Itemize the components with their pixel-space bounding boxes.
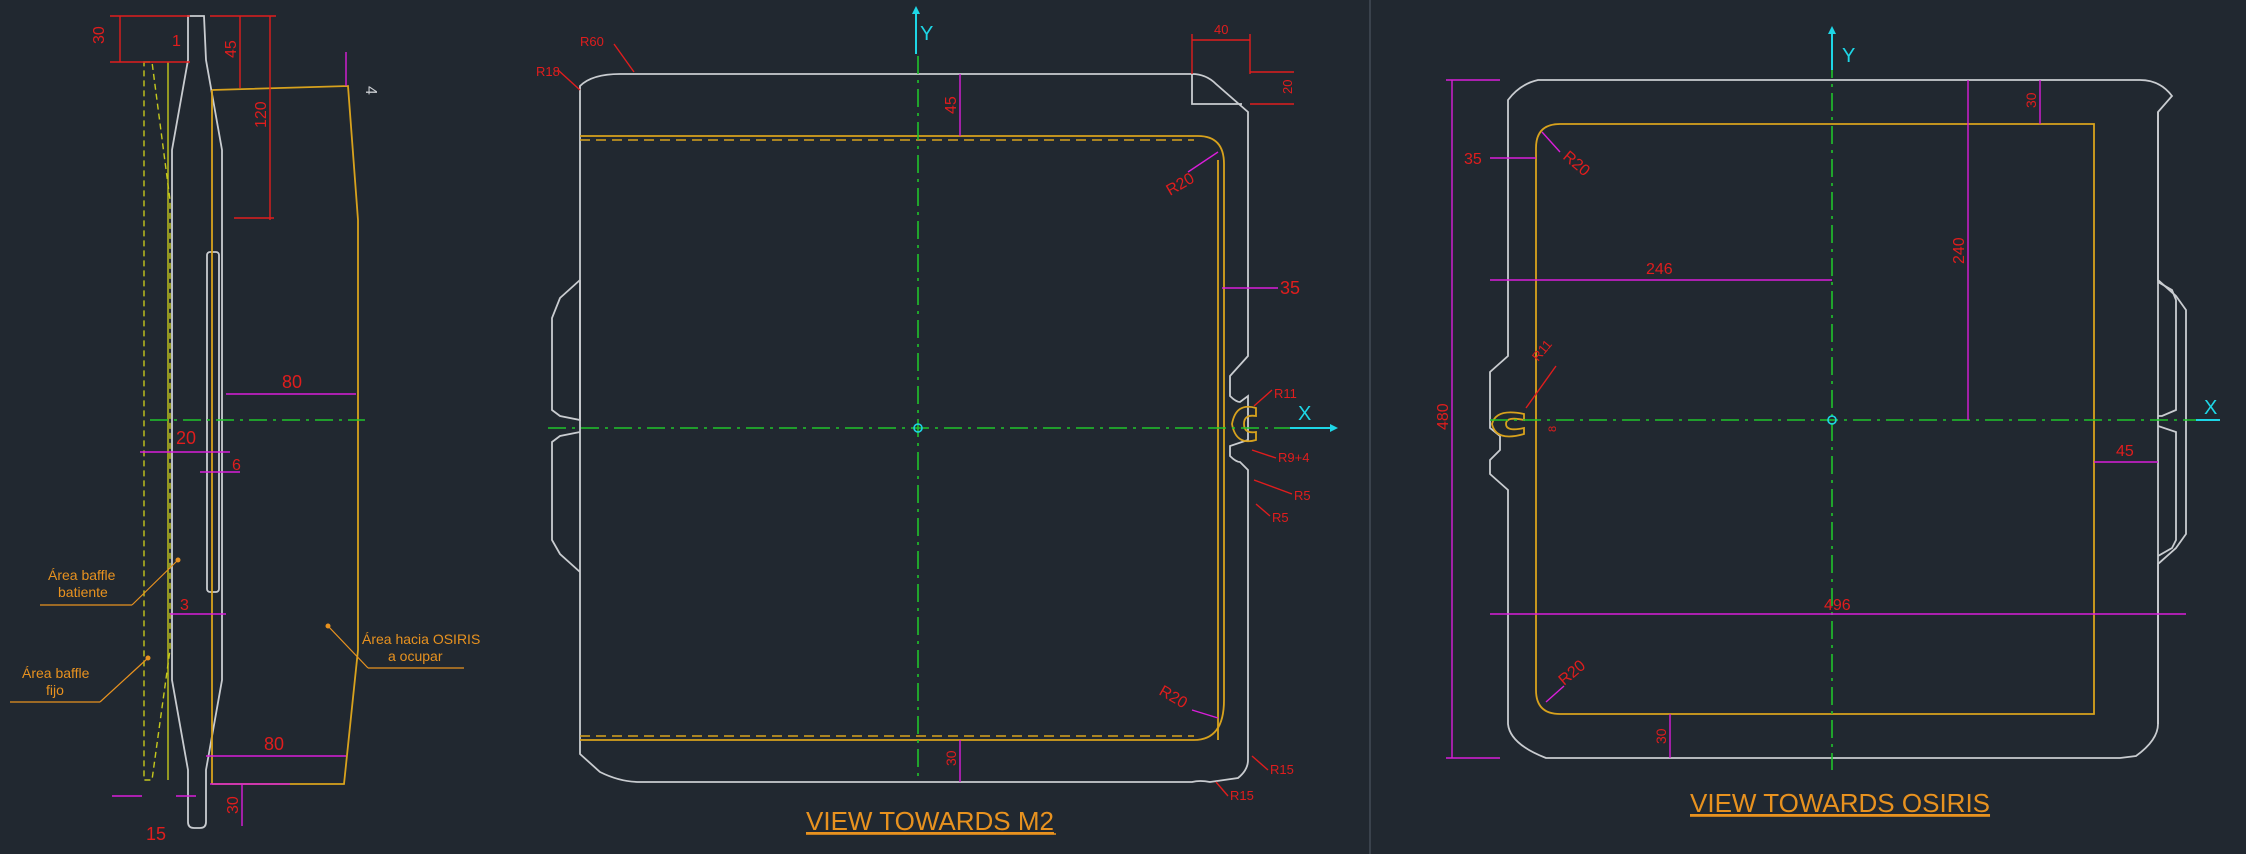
dim-480: 480 <box>1435 403 1452 430</box>
dim-45-m2: 45 <box>943 96 960 114</box>
side-baffle-outline <box>171 15 223 829</box>
dim-r20-bot: R20 <box>1156 683 1190 712</box>
dim-r11-osiris: R11 <box>1529 337 1555 364</box>
side-osiris-area <box>211 85 359 785</box>
dim-20-m2: 20 <box>1280 80 1295 94</box>
osiris-clip <box>1491 411 1525 438</box>
osiris-y-label: Y <box>1842 45 1855 67</box>
dim-30-top: 30 <box>91 26 108 44</box>
m2-baffle-outline <box>579 73 1249 783</box>
dim-3: 3 <box>180 597 189 614</box>
dim-r18: R18 <box>536 64 560 79</box>
osiris-x-label: X <box>2204 397 2217 419</box>
m2-view: Y X R60 R18 40 20 45 R20 35 R11 R9+4 R5 … <box>536 6 1338 836</box>
m2-origin <box>913 423 923 433</box>
dim-80-mid: 80 <box>282 372 302 392</box>
osiris-baffle-outline <box>1489 79 2187 759</box>
m2-inner-panel <box>580 135 1225 741</box>
dim-30-m2: 30 <box>943 750 959 766</box>
dim-r11-m2: R11 <box>1274 386 1297 401</box>
note-baffle-fijo-1: Área baffle <box>22 665 90 681</box>
note-osiris-area-2: a ocupar <box>388 648 443 664</box>
m2-corner-notch <box>1191 74 1242 105</box>
m2-y-label: Y <box>920 23 933 45</box>
dim-15: 15 <box>146 824 166 844</box>
side-fixed-area <box>143 61 171 781</box>
dim-r15-b: R15 <box>1230 788 1254 803</box>
dim-30-osiris-top: 30 <box>2023 92 2039 108</box>
dim-r9: R9+4 <box>1278 450 1309 465</box>
dim-1: 1 <box>172 33 181 50</box>
dim-45: 45 <box>223 40 240 58</box>
dim-496: 496 <box>1824 597 1851 614</box>
m2-clip <box>1231 405 1257 443</box>
dim-20: 20 <box>176 428 196 448</box>
dim-r60: R60 <box>580 34 604 49</box>
dim-80-bot: 80 <box>264 734 284 754</box>
dim-35-m2: 35 <box>1280 278 1300 298</box>
dim-r15-a: R15 <box>1270 762 1294 777</box>
osiris-inner-panel <box>1535 123 2095 715</box>
dim-240: 240 <box>1951 237 1968 264</box>
dim-45-osiris: 45 <box>2116 443 2134 460</box>
note-baffle-batiente-1: Área baffle <box>48 567 116 583</box>
dim-30-osiris-bot: 30 <box>1653 728 1669 744</box>
dim-246: 246 <box>1646 261 1673 278</box>
dim-r20-osiris-bot: R20 <box>1556 657 1589 689</box>
osiris-handle-bottom <box>2157 425 2177 557</box>
m2-view-title: VIEW TOWARDS M2 <box>806 806 1054 836</box>
dim-4: 4 <box>362 86 379 95</box>
osiris-view-title: VIEW TOWARDS OSIRIS <box>1690 788 1990 818</box>
side-slot <box>206 251 220 593</box>
osiris-handle-top <box>2157 281 2177 417</box>
dim-8: 8 <box>1547 426 1559 432</box>
osiris-origin <box>1827 415 1837 425</box>
osiris-view: Y X 30 35 R20 246 240 R11 8 480 45 496 R… <box>1435 26 2220 818</box>
dim-30-bot: 30 <box>225 796 242 814</box>
note-osiris-area-1: Área hacia OSIRIS <box>362 631 480 647</box>
note-baffle-fijo-2: fijo <box>46 682 64 698</box>
dim-r5-b: R5 <box>1272 510 1289 525</box>
dim-r5-a: R5 <box>1294 488 1311 503</box>
dim-40: 40 <box>1214 22 1228 37</box>
dim-120: 120 <box>253 101 270 128</box>
side-view: 30 1 45 120 4 80 20 6 3 80 30 15 Área ba… <box>10 15 480 844</box>
dim-6: 6 <box>232 457 241 474</box>
dim-r20-top: R20 <box>1164 170 1198 199</box>
note-baffle-batiente-2: batiente <box>58 584 108 600</box>
dim-35-osiris: 35 <box>1464 151 1482 168</box>
m2-x-label: X <box>1298 403 1311 425</box>
dim-r20-osiris-top: R20 <box>1559 148 1592 180</box>
m2-handle-top <box>551 279 581 422</box>
m2-handle-bottom <box>551 431 581 573</box>
